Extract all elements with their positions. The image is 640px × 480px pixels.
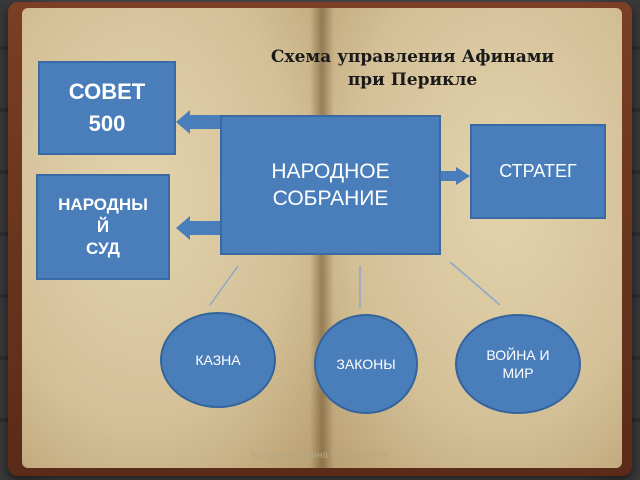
arrow-head-sovet	[176, 110, 190, 134]
footer-author: Бочарова Ирина Михайловна	[251, 450, 389, 461]
node-strateg: СТРАТЕГ	[470, 124, 606, 219]
diagram-title: Схема управления Афинами при Перикле	[245, 46, 580, 92]
node-sud: НАРОДНЫ Й СУД	[36, 174, 170, 280]
node-strateg-label: СТРАТЕГ	[499, 161, 577, 181]
line-to-voyna	[449, 261, 501, 306]
arrow-head-sud	[176, 216, 190, 240]
node-sobranie-line2: СОБРАНИЕ	[272, 187, 389, 210]
node-sud-line3: СУД	[86, 239, 120, 259]
node-sobranie: НАРОДНОЕ СОБРАНИЕ	[220, 115, 441, 255]
node-zakony-label: ЗАКОНЫ	[336, 355, 396, 372]
node-kazna-label: КАЗНА	[195, 351, 241, 368]
node-sud-line1: НАРОДНЫ	[58, 194, 148, 214]
node-sud-line2: Й	[96, 216, 110, 236]
node-sovet-line2: 500	[88, 111, 126, 136]
node-sovet-line1: СОВЕТ	[68, 79, 146, 105]
node-kazna: КАЗНА	[160, 312, 276, 408]
node-zakony: ЗАКОНЫ	[314, 314, 418, 414]
arrow-head-strateg	[456, 167, 470, 185]
node-sovet: СОВЕТ 500	[38, 61, 176, 155]
title-line-1: Схема управления Афинами	[270, 47, 555, 67]
node-voyna-line1: ВОЙНА И	[486, 346, 550, 363]
node-voyna: ВОЙНА И МИР	[455, 314, 581, 414]
title-line-2: при Перикле	[347, 69, 478, 90]
node-voyna-line2: МИР	[502, 365, 534, 381]
line-to-kazna	[209, 265, 239, 306]
node-sobranie-line1: НАРОДНОЕ	[271, 159, 390, 183]
